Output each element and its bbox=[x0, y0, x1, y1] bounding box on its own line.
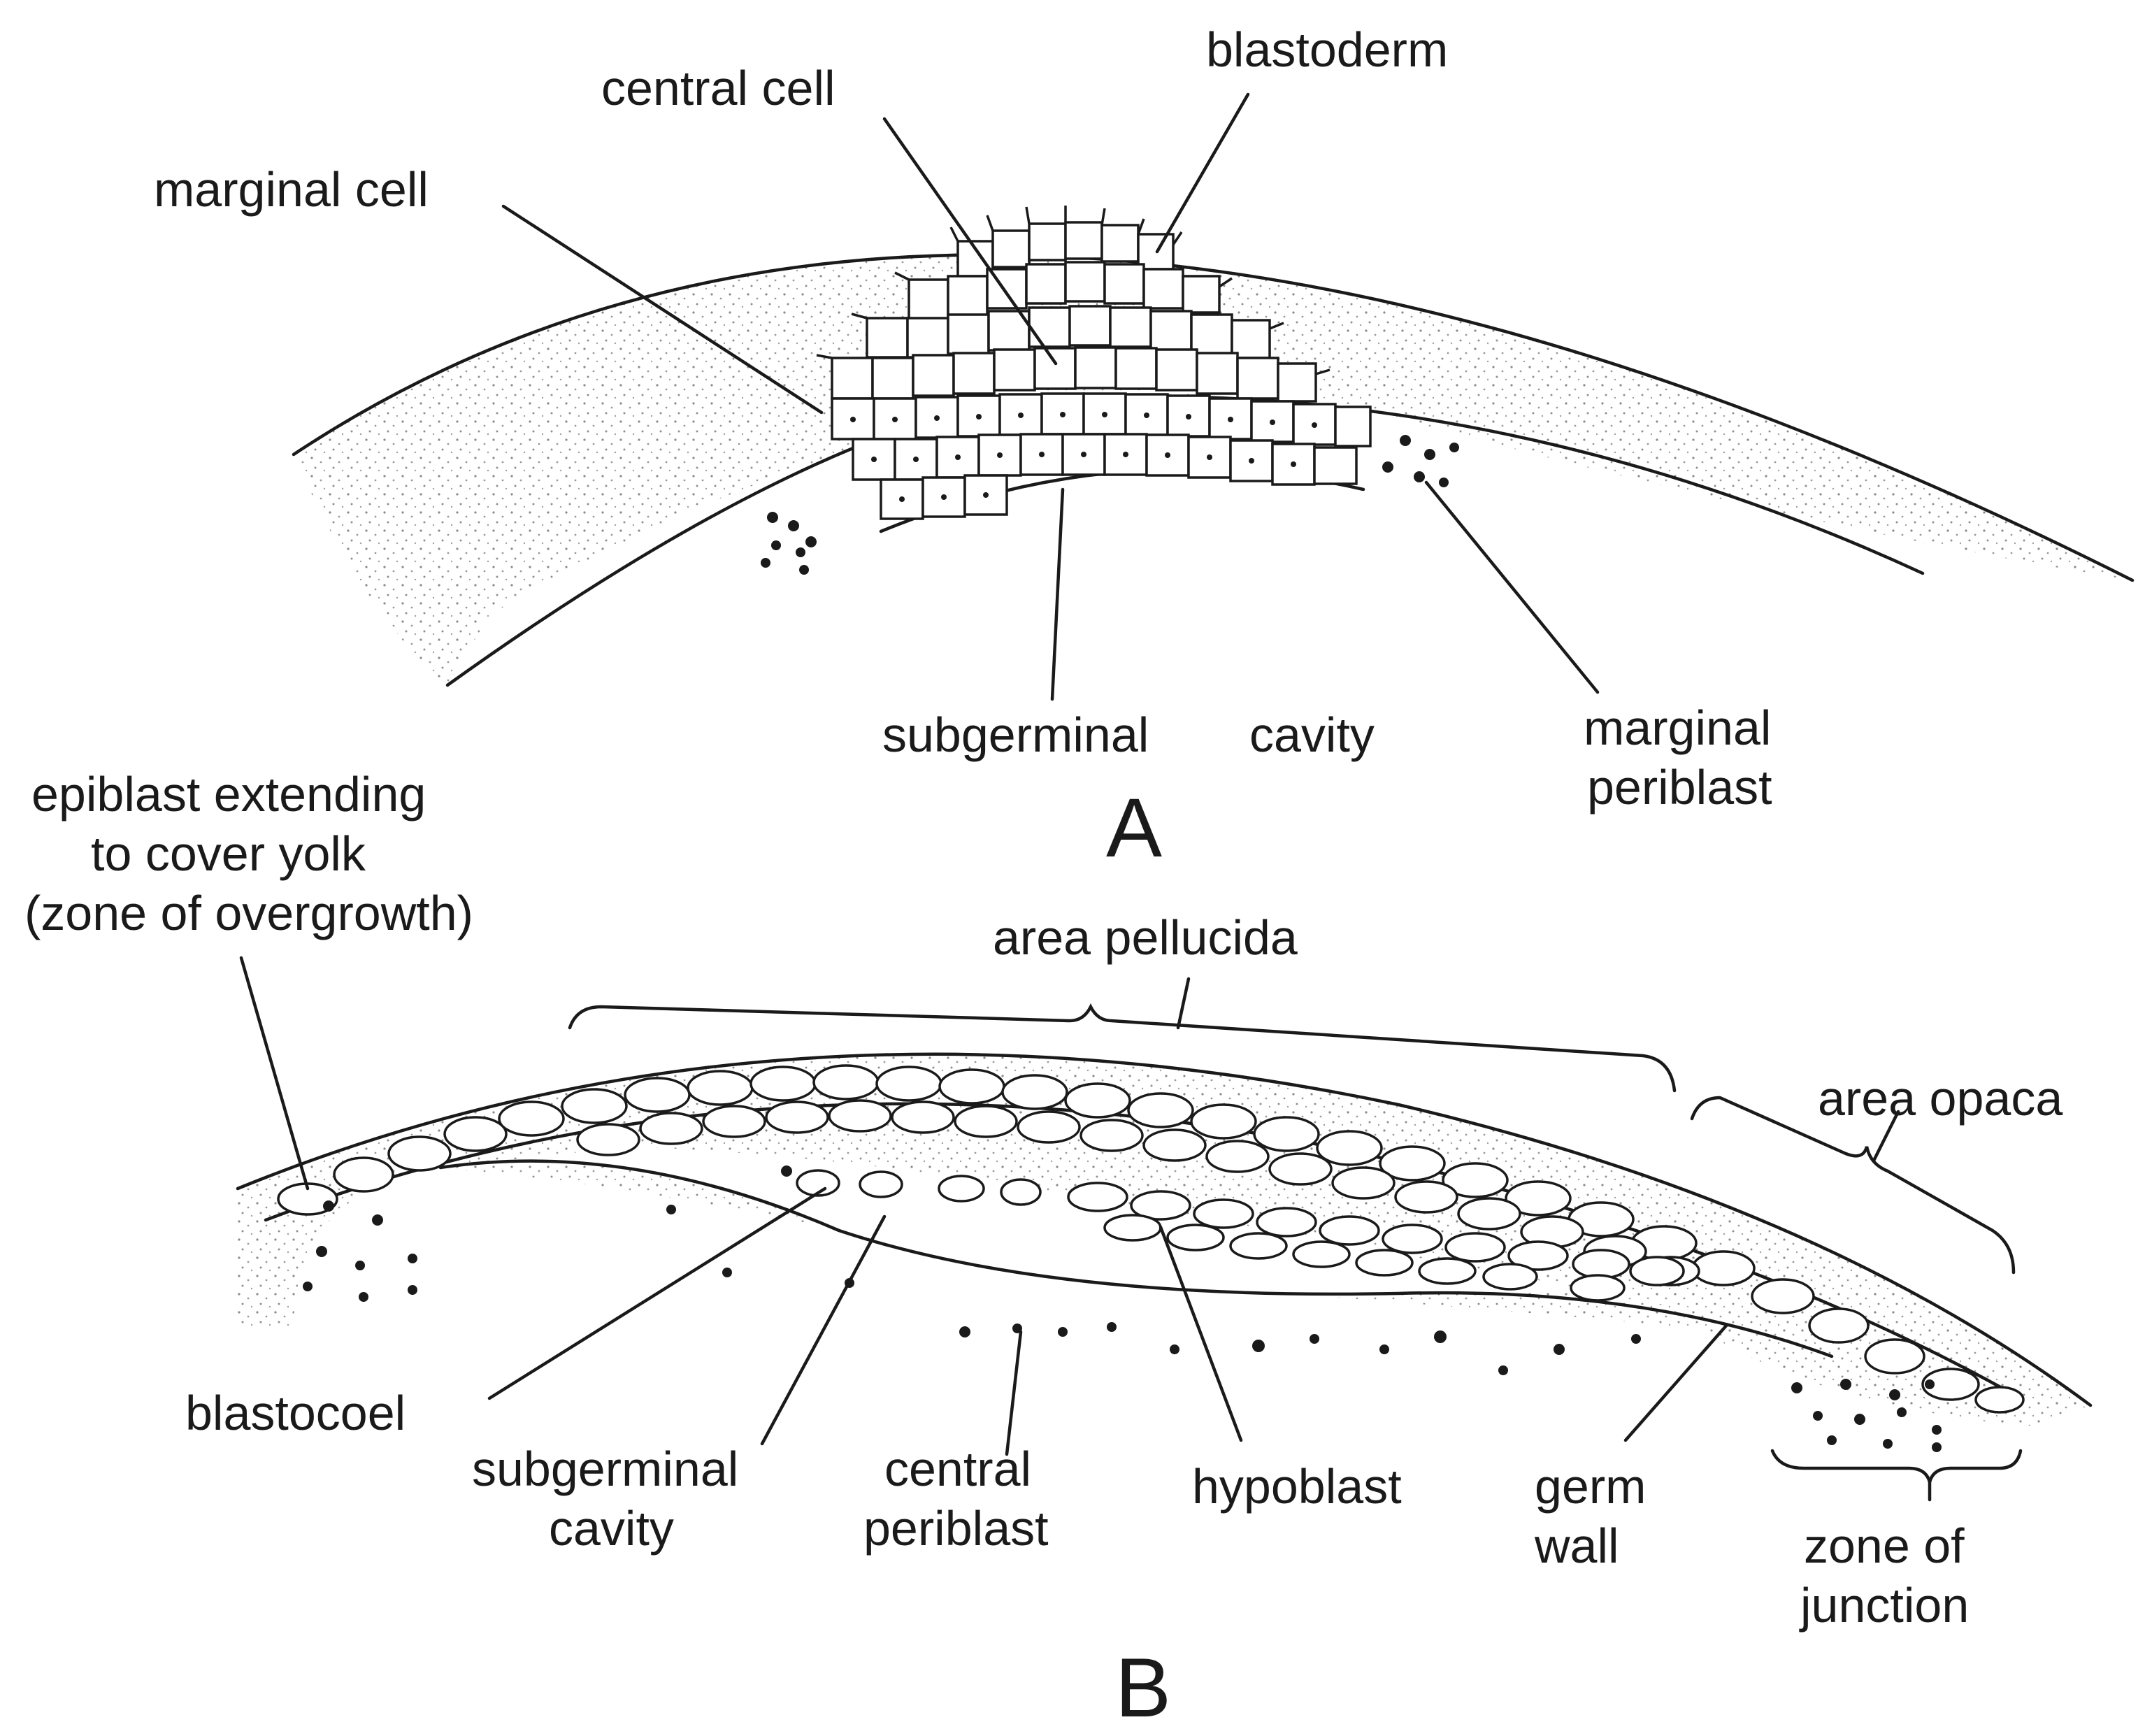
panel-a-periblast-nuclei-left bbox=[761, 512, 817, 575]
leader-blastocoel bbox=[489, 1189, 825, 1398]
leader-subgerminal-cavity-b bbox=[762, 1217, 884, 1444]
label-subgerminal-b-2: cavity bbox=[549, 1501, 674, 1556]
label-area-pellucida: area pellucida bbox=[993, 910, 1298, 965]
label-central-cell: central cell bbox=[601, 61, 835, 115]
panel-a-periblast-nuclei-right bbox=[1382, 435, 1459, 487]
label-subgerminal: subgerminal bbox=[882, 708, 1149, 762]
brace-zone-of-junction bbox=[1772, 1451, 2021, 1482]
panel-letter-b: B bbox=[1115, 1641, 1171, 1735]
label-cavity: cavity bbox=[1249, 708, 1375, 762]
label-area-opaca: area opaca bbox=[1818, 1071, 2063, 1126]
label-marginal-periblast-1: marginal bbox=[1584, 701, 1771, 755]
leader-area-pellucida bbox=[1178, 979, 1189, 1028]
panel-letter-a: A bbox=[1106, 781, 1162, 875]
leader-germ-wall bbox=[1626, 1325, 1727, 1440]
leader-blastoderm bbox=[1157, 94, 1248, 252]
label-zone-junction-2: junction bbox=[1799, 1578, 1969, 1633]
panel-b: epiblast extending to cover yolk (zone o… bbox=[24, 767, 2090, 1735]
label-germ-wall-1: germ bbox=[1535, 1459, 1646, 1514]
label-germ-wall-2: wall bbox=[1534, 1519, 1619, 1573]
label-zone-junction-1: zone of bbox=[1804, 1519, 1965, 1573]
label-subgerminal-b-1: subgerminal bbox=[472, 1442, 738, 1496]
label-central-periblast-2: periblast bbox=[863, 1501, 1049, 1556]
label-central-periblast-1: central bbox=[884, 1442, 1031, 1496]
label-blastocoel: blastocoel bbox=[185, 1386, 406, 1440]
panel-a: central cell blastoderm marginal cell su… bbox=[154, 22, 2132, 875]
label-epiblast-3: (zone of overgrowth) bbox=[24, 886, 473, 940]
label-epiblast-1: epiblast extending bbox=[31, 767, 426, 822]
label-hypoblast: hypoblast bbox=[1192, 1459, 1402, 1514]
label-marginal-cell: marginal cell bbox=[154, 162, 429, 217]
leader-subgerminal-cavity bbox=[1052, 489, 1063, 699]
label-marginal-periblast-2: periblast bbox=[1587, 760, 1772, 815]
leader-epiblast bbox=[241, 958, 308, 1189]
leader-central-periblast bbox=[1007, 1332, 1021, 1454]
leader-marginal-periblast bbox=[1426, 482, 1598, 692]
label-blastoderm: blastoderm bbox=[1206, 22, 1448, 77]
label-epiblast-2: to cover yolk bbox=[91, 826, 366, 881]
